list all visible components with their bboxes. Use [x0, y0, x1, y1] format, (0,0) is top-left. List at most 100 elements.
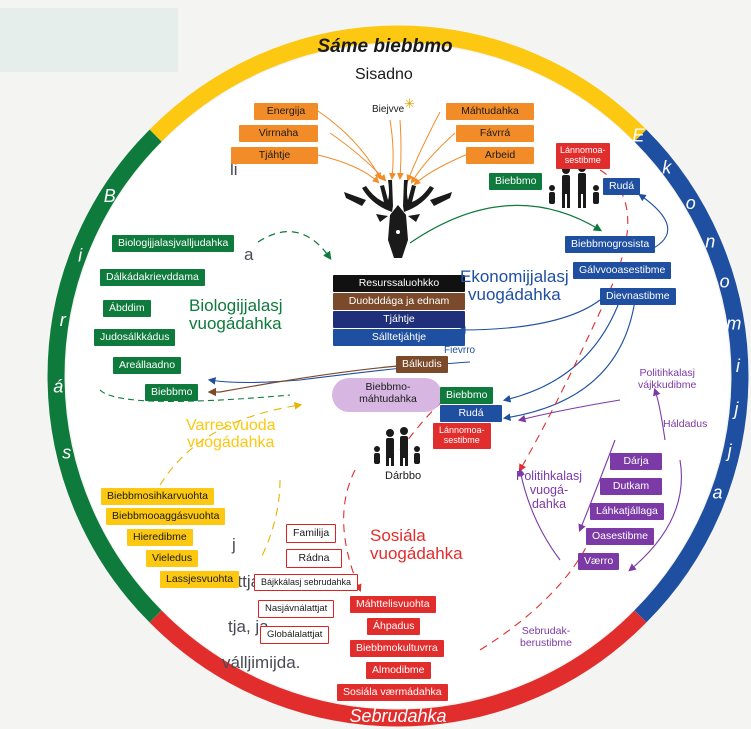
ring-right-letter-6: i — [736, 356, 741, 376]
ring-green-segment — [47, 129, 162, 623]
ring-bottom-label: Sebrudahka — [349, 706, 446, 726]
social-red-3: Biebbmokultuvrra — [350, 640, 444, 657]
social-red-5: Sosiála værmádahka — [337, 684, 448, 701]
social-white-5: Globálalattjat — [260, 626, 330, 644]
varres-title: Varresvuoda vuogádahka — [186, 417, 276, 451]
politics-title: Politihkalasj vuogá- dahka — [516, 469, 583, 511]
ring-right-letters: Ekonomijja — [632, 126, 741, 503]
ring-blue-segment — [634, 129, 749, 623]
varres-item-2: Biebbmooaggásvuohta — [106, 508, 226, 525]
politics-item-4: Oasestibme — [586, 528, 655, 545]
social-title: Sosiála vuogádahka — [370, 526, 463, 563]
ring-left-letters: Bi r á s — [53, 186, 116, 463]
social-red-2: Áhpadus — [367, 618, 421, 635]
ring-right-letter-5: m — [726, 314, 741, 334]
ring-top-label: Sáme biebbmo — [317, 36, 452, 57]
page-text-6: válljimijda. — [222, 653, 301, 672]
sun-icon: ✳ — [404, 96, 415, 111]
bio-item-5: Areállaadno — [113, 357, 182, 374]
varres-arrow — [159, 402, 303, 486]
social-white-3: Bájkkálasj sebrudahka — [254, 574, 359, 591]
family-icon-top — [549, 164, 599, 208]
ring-yellow-segment — [149, 25, 647, 142]
econ-arrows — [207, 193, 669, 421]
bio-item-4: Judosálkkádus — [94, 329, 176, 346]
varres-arrow-2 — [259, 479, 281, 561]
sebrudak-label: Sebrudak- berustibme — [520, 625, 572, 650]
econ-item-2: Gálvvooasestibme — [573, 262, 672, 279]
social-red-1: Máhttelisvuohta — [350, 596, 436, 613]
inner-disc — [66, 44, 730, 708]
center-biebbmo: Biebbmo — [440, 387, 494, 404]
ring-left-letter-2: r — [60, 310, 67, 330]
ring-right-letter-3: n — [705, 231, 715, 251]
varres-item-5: Lassjesvuohta — [160, 571, 240, 588]
page-text-3: j — [232, 535, 236, 554]
biejvve-label: Biejvve — [372, 104, 405, 115]
ring-right-letter-9: a — [712, 482, 722, 502]
varres-item-3: Hieredibme — [127, 529, 193, 546]
politics-arrows — [517, 387, 682, 572]
fievrro-label: Fievrro — [444, 345, 476, 356]
page-text-1: li — [230, 160, 238, 179]
input-left-3: Tjáhtje — [231, 147, 318, 164]
corner-panel — [0, 8, 178, 72]
econ-top-biebbmo: Biebbmo — [489, 173, 543, 190]
ring-right-letter-7: j — [731, 399, 739, 419]
resource-stack-1: Resurssaluohkko — [333, 275, 465, 292]
balkudis-arrow — [207, 365, 399, 397]
social-white-4: Nasjávnálattjat — [258, 600, 335, 618]
input-right-2: Fávrrá — [456, 125, 534, 142]
ring-right-letter-4: o — [720, 272, 730, 292]
ring-left-letter-4: s — [62, 443, 71, 463]
input-right-3: Arbeid — [466, 147, 534, 164]
biebbmo-mahtudahka-label: Biebbmo- máhtudahka — [359, 381, 417, 406]
bio-arrow-top — [257, 231, 332, 260]
page-text-5: tja, ja — [228, 617, 269, 636]
center-lannomoa: Lánnomoa- sestibme — [433, 423, 491, 449]
ring-left-letter-0: B — [104, 186, 116, 206]
bio-item-1: Biologijjalasjvalljudahka — [112, 235, 235, 252]
deer-head-icon — [344, 180, 452, 258]
econ-top-ruda: Rudá — [603, 178, 641, 195]
econ-top-lannomoa: Lánnomoa- sestibme — [556, 143, 610, 169]
varres-item-1: Biebbmosihkarvuohta — [101, 488, 214, 505]
economy-title: Ekonomijjalasj vuogádahka — [460, 267, 569, 304]
ring-left-letter-3: á — [53, 376, 63, 396]
ring-red-segment — [149, 610, 647, 727]
bio-item-3: Ábddim — [103, 300, 151, 317]
family-icon-center — [374, 427, 420, 466]
outer-ring — [47, 25, 749, 727]
bio-item-2: Dálkádakrievddama — [100, 269, 205, 286]
social-red-4: Almodibme — [366, 662, 431, 679]
input-right-1: Máhtudahka — [446, 103, 534, 120]
resource-stack-4: Sálltetjáhtje — [333, 329, 465, 346]
bio-item-6: Biebbmo — [145, 384, 199, 401]
varres-item-4: Vieledus — [146, 550, 199, 567]
ring-right-letter-8: j — [725, 441, 733, 461]
haldadus-label: Háldadus — [663, 418, 708, 430]
politics-item-5: Værro — [578, 553, 620, 570]
ring-left-letter-1: i — [78, 246, 83, 266]
darbbo-label: Dárbbo — [385, 470, 422, 482]
politics-item-1: Dárja — [610, 453, 662, 470]
econ-item-3: Dievnastibme — [600, 288, 676, 305]
resource-stack-2: Duobddága ja ednam — [333, 293, 465, 310]
balkudis-label: Bálkudis — [396, 356, 448, 373]
politics-item-3: Láhkatjállaga — [590, 503, 664, 520]
resource-stack-3: Tjáhtje — [333, 311, 465, 328]
input-arrows — [317, 110, 471, 186]
ring-right-letter-0: E — [632, 126, 645, 146]
input-left-1: Energija — [254, 103, 318, 120]
input-left-2: Virrnaha — [239, 125, 318, 142]
ring-right-letter-2: o — [686, 193, 696, 213]
biology-title: Biologijjalasj vuogádahka — [189, 296, 283, 333]
sisadno-label: Sisadno — [355, 66, 413, 83]
social-white-1: Familija — [286, 524, 337, 543]
center-ruda: Rudá — [440, 405, 502, 422]
ring-right-letter-1: k — [662, 158, 672, 178]
mahtudahka-pill — [332, 378, 442, 412]
politics-item-2: Dutkam — [600, 478, 662, 495]
social-white-2: Rádna — [286, 549, 342, 568]
